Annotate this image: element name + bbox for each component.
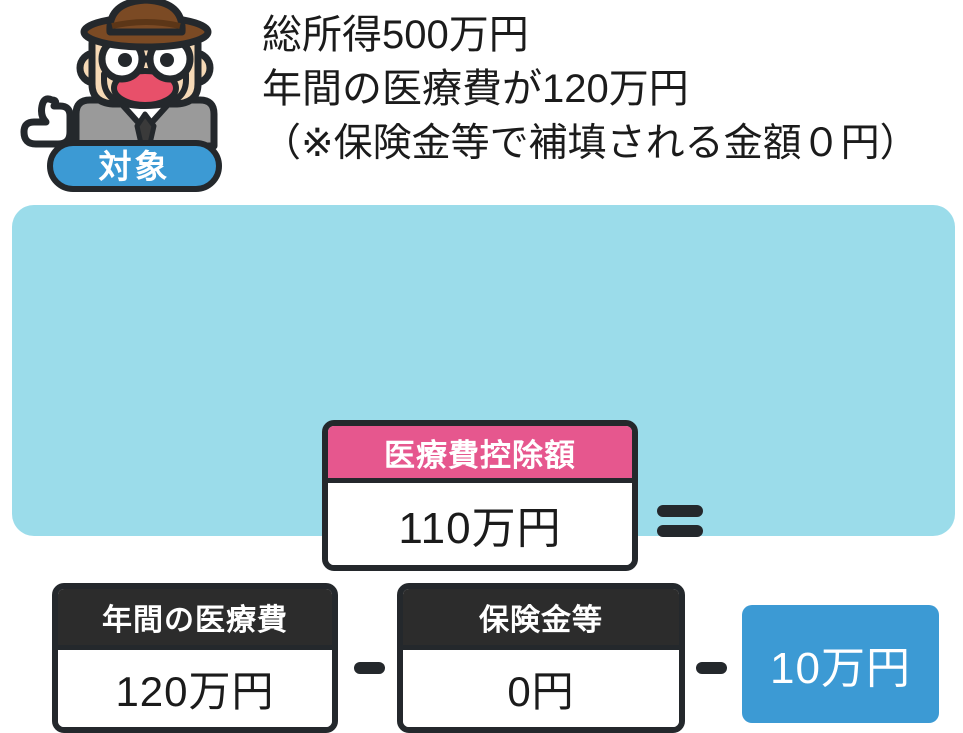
header-line-annual-medical-cost: 年間の医療費が120万円 — [262, 67, 689, 112]
annual-medical-cost-header: 年間の医療費 — [58, 589, 332, 650]
header-text-block: 総所得500万円 年間の医療費が120万円 （※保険金等で補填される金額０円） — [262, 8, 952, 170]
status-badge-label: 対象 — [98, 147, 171, 185]
minus-operator-icon-2 — [696, 662, 727, 674]
mascot-illustration — [20, 0, 218, 151]
annual-medical-cost-box: 年間の医療費 120万円 — [52, 583, 338, 733]
deduction-result-value: 110万円 — [328, 483, 632, 565]
insurance-benefit-box: 保険金等 0円 — [397, 583, 685, 733]
threshold-amount-value: 10万円 — [770, 644, 911, 693]
equals-operator-icon — [657, 505, 703, 537]
formula-panel: 医療費控除額 110万円 年間の医療費 120万円 保険金等 0円 10万円 — [12, 205, 955, 733]
annual-medical-cost-value: 120万円 — [58, 650, 332, 727]
insurance-benefit-header: 保険金等 — [403, 589, 679, 650]
header-line-total-income: 総所得500万円 — [262, 13, 529, 57]
header-line-insurance-note: （※保険金等で補填される金額０円） — [262, 121, 919, 165]
deduction-result-header: 医療費控除額 — [328, 426, 632, 483]
threshold-amount-box: 10万円 — [742, 605, 939, 723]
insurance-benefit-value: 0円 — [403, 650, 679, 727]
deduction-result-box: 医療費控除額 110万円 — [322, 420, 638, 571]
minus-operator-icon-1 — [354, 662, 385, 674]
status-badge: 対象 — [47, 140, 222, 192]
